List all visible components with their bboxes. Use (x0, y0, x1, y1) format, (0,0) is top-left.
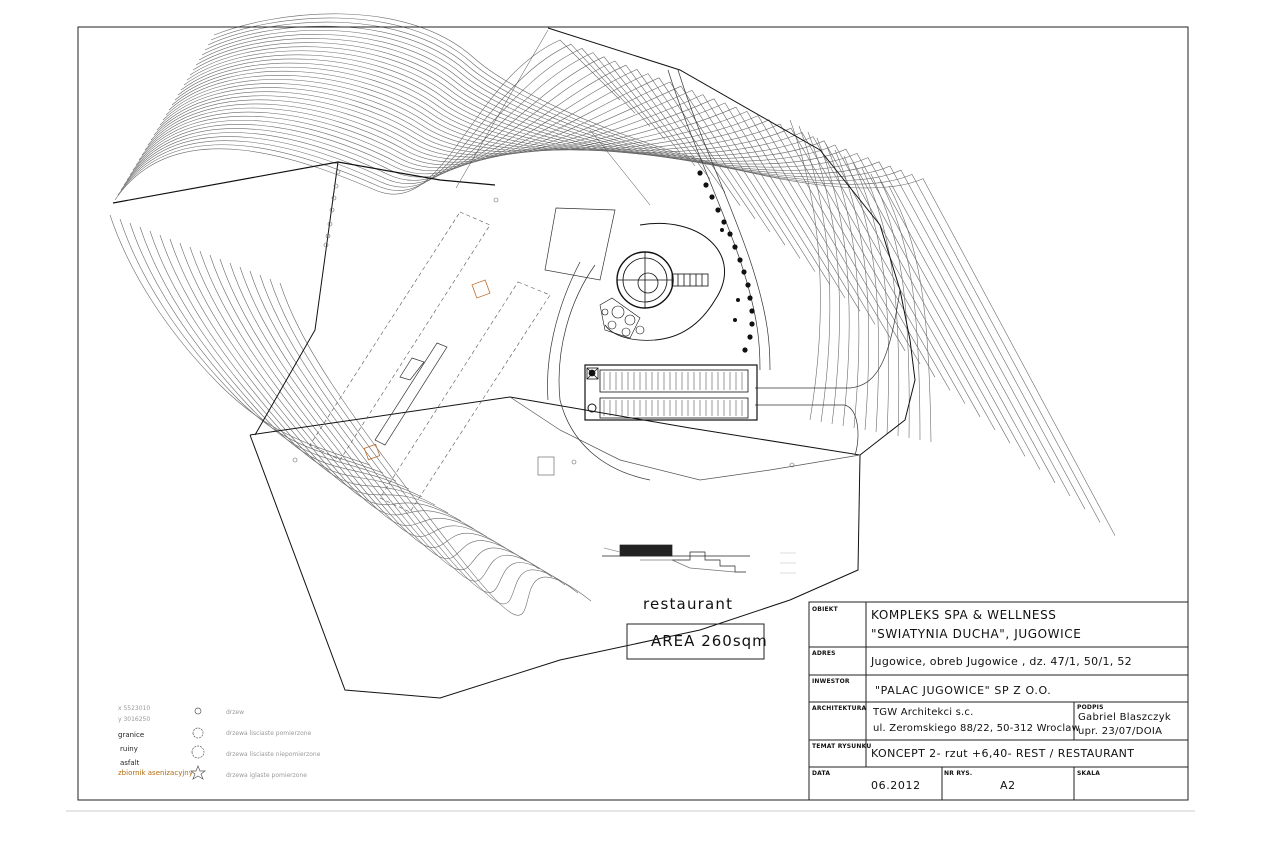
restaurant-building (599, 223, 726, 341)
legend-tree-conif: drzewa iglaste pomierzone (226, 772, 307, 779)
podpis-line1: Gabriel Blaszczyk (1078, 712, 1172, 723)
terrace-building (584, 364, 758, 421)
adres-label: ADRES (812, 650, 836, 657)
access-road (547, 69, 901, 481)
data-value: 06.2012 (871, 779, 921, 792)
building-annex (544, 207, 616, 281)
restaurant-label: restaurant (643, 595, 734, 613)
legend-symbols (189, 707, 207, 780)
title-block-grid (808, 601, 1189, 801)
ruins-outline (374, 342, 448, 446)
legend-zbiornik: zbiornik asenizacyjny (118, 769, 193, 777)
marker-square (471, 279, 491, 299)
temat-value: KONCEPT 2- rzut +6,40- REST / RESTAURANT (871, 747, 1135, 760)
area-label: AREA 260sqm (651, 632, 768, 650)
survey-markers (292, 169, 795, 476)
adres-value: Jugowice, obreb Jugowice , dz. 47/1, 50/… (871, 655, 1132, 668)
obiekt-label: OBIEKT (812, 606, 838, 613)
legend-granice: granice (118, 731, 145, 739)
podpis-line2: upr. 23/07/DOIA (1078, 726, 1163, 737)
area-box (626, 623, 765, 660)
podpis-label: PODPIS (1077, 704, 1104, 711)
section-sketch (602, 544, 796, 574)
property-lines (455, 29, 651, 206)
architektura-line2: ul. Zeromskiego 88/22, 50-312 Wroclaw (873, 723, 1081, 734)
nr-label: NR RYS. (944, 770, 973, 777)
tree-row (697, 170, 755, 353)
obiekt-line2: "SWIATYNIA DUCHA", JUGOWICE (871, 627, 1082, 641)
temat-label: TEMAT RYSUNKU (812, 743, 872, 750)
legend-coord-y: y 3016250 (118, 716, 151, 723)
data-label: DATA (812, 770, 831, 777)
legend-tree-decid: drzewa lisciaste pomierzone (226, 730, 312, 737)
terrain-contours (109, 13, 1116, 616)
nr-value: A2 (1000, 779, 1016, 792)
inwestor-label: INWESTOR (812, 678, 850, 685)
legend-tree-decid2: drzewa lisciaste niepomierzone (226, 751, 321, 758)
architektura-line1: TGW Architekci s.c. (873, 707, 974, 718)
architektura-label: ARCHITEKTURA (812, 705, 867, 712)
obiekt-line1: KOMPLEKS SPA & WELLNESS (871, 608, 1057, 622)
parking-areas (309, 211, 551, 513)
legend-ruiny: ruiny (120, 745, 138, 753)
legend-asfalt: asfalt (120, 759, 140, 767)
sheet-frame (77, 26, 1189, 801)
legend-tree: drzew (226, 709, 245, 716)
legend-coord-x: x 5523010 (118, 705, 151, 712)
inwestor-value: "PALAC JUGOWICE" SP Z O.O. (875, 684, 1052, 697)
skala-label: SKALA (1077, 770, 1101, 777)
marker-square (363, 443, 381, 461)
